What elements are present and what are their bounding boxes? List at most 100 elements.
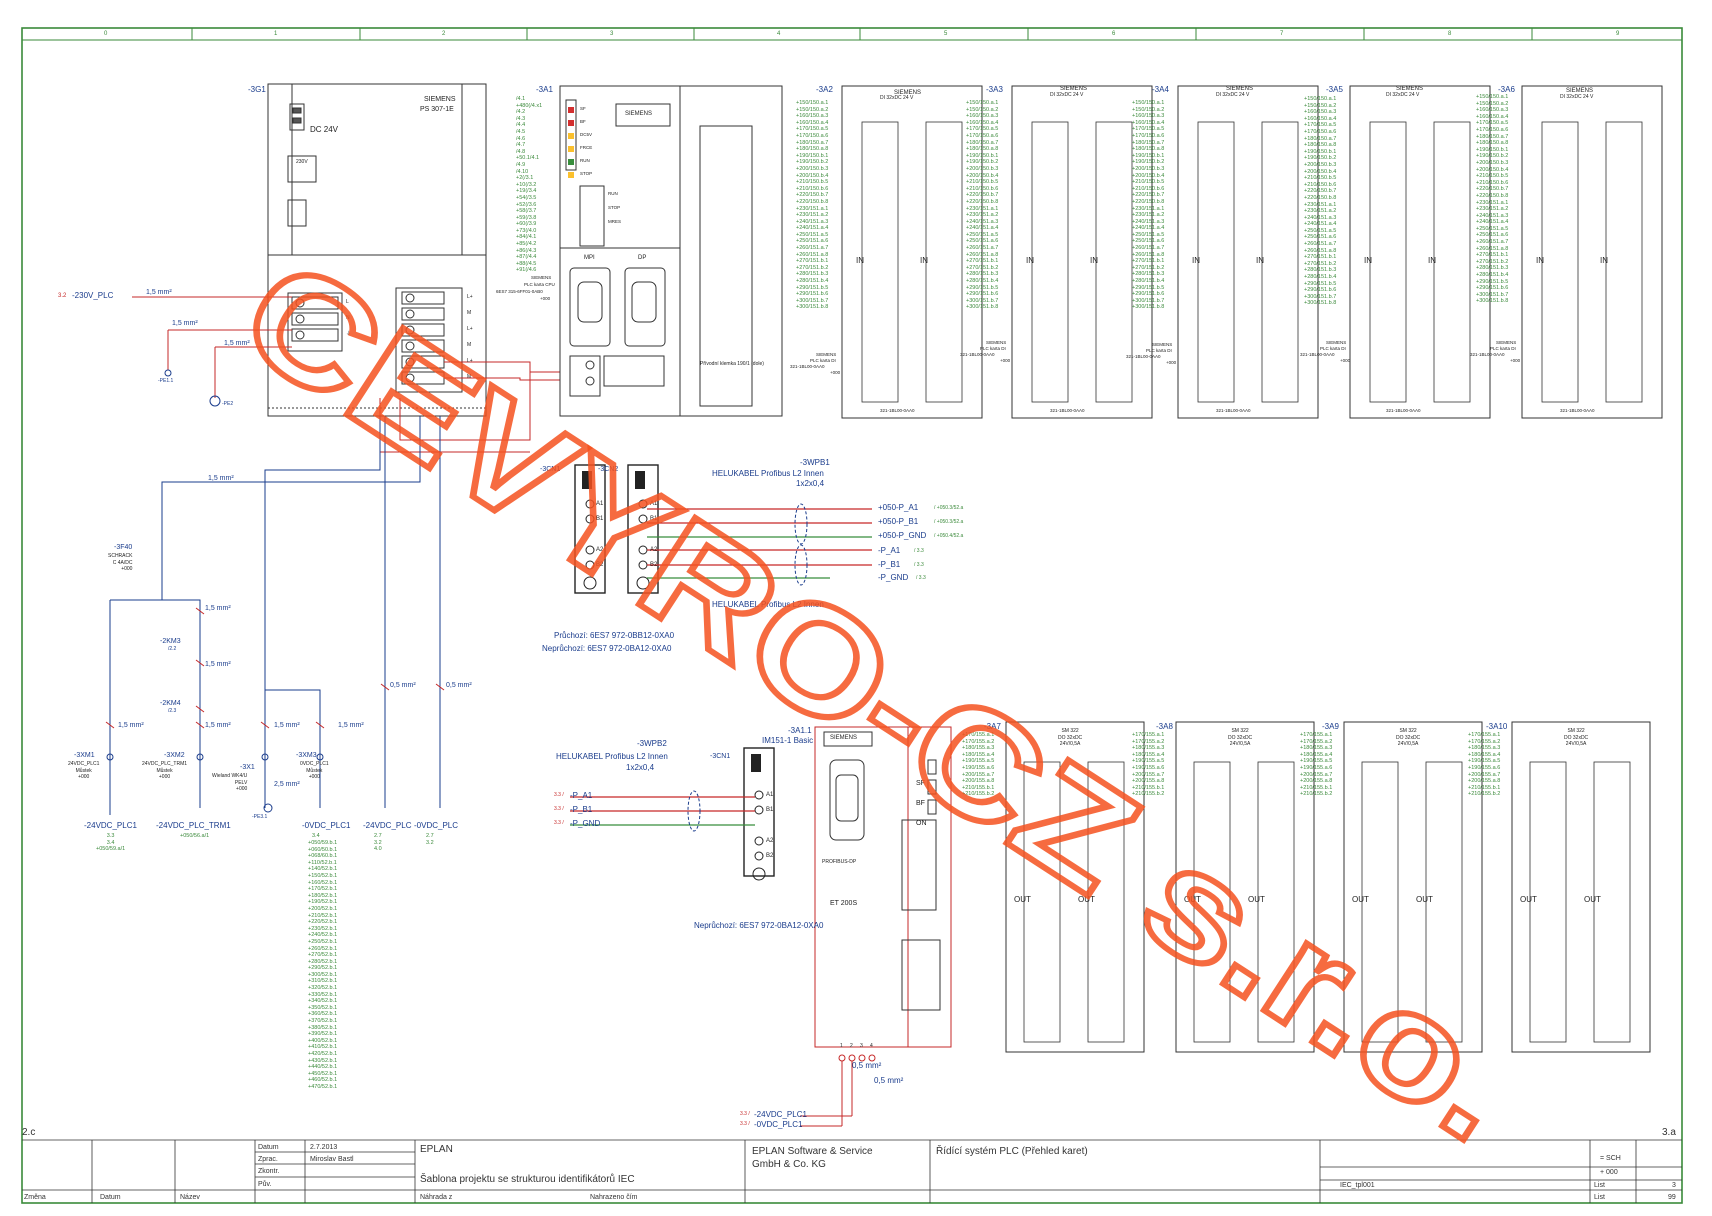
tb-company: EPLAN: [420, 1144, 453, 1155]
psu-out-6: M: [467, 374, 472, 380]
et-left-ref-1: 3.3 /: [554, 792, 564, 798]
module-label-4: +000: [830, 370, 841, 375]
module-label-3: 321-1BL00-0AA0: [790, 364, 825, 369]
tb-nazev: Název: [180, 1194, 200, 1201]
module-label-3: 321-1BL00-0AA0: [960, 352, 995, 357]
et200-tag: -3A1.1: [788, 726, 812, 735]
module-sub: DI 32xDC 24 V: [880, 95, 914, 101]
psu-terminal-n: N: [346, 315, 350, 321]
ruler-7: 7: [1280, 31, 1284, 37]
module-label-3: 321-1BL00-0AA0: [1126, 354, 1161, 359]
cpu-led-dc5v: DC5V: [580, 132, 593, 137]
module-label-2: PLC karta DI: [1490, 346, 1516, 351]
psu-out-1: L+: [467, 294, 473, 300]
module-label-1: SIEMENS: [1496, 340, 1517, 345]
ruler-6: 6: [1112, 31, 1116, 37]
cpu-leds: [568, 107, 574, 178]
output-0vdc-plc1: -0VDC_PLC1: [302, 821, 351, 830]
power-in-wire-1: 1,5 mm²: [146, 289, 172, 296]
module-sub: DI 32xDC 24 V: [1560, 94, 1594, 100]
bottom-modules-slots: [1023, 761, 1631, 1043]
cpu-mode-mres[interactable]: MRES: [608, 219, 622, 224]
ruler-4: 4: [777, 31, 781, 37]
et-cn-pin-a2: A2: [766, 838, 774, 844]
cpu-mode-run[interactable]: RUN: [608, 191, 618, 196]
et200-led-sf: SF: [916, 780, 925, 787]
et-term-3: 3: [860, 1043, 863, 1049]
dist-wire-main: 1,5 mm²: [208, 475, 234, 482]
module-sub: SM 322 DO 32xDC 24V/0,5A: [1564, 728, 1589, 748]
module-tag: -3A6: [1498, 85, 1515, 94]
tb-datum-2: Datum: [100, 1194, 121, 1201]
tb-list-total: 99: [1668, 1194, 1676, 1201]
distribution-wiring: [109, 416, 441, 815]
tb-nahrada: Náhrada z: [420, 1194, 453, 1201]
module-sub: SM 322 DO 32xDC 24V/0,5A: [1228, 728, 1253, 748]
relay-km3: -2KM3: [160, 638, 181, 645]
cn2-pin-a1: A1: [650, 501, 658, 507]
wpb2-cable: HELUKABEL Profibus L2 Innen: [556, 752, 668, 761]
psu-out-4: M: [467, 342, 472, 348]
psu-voltage-button[interactable]: 230V: [296, 159, 308, 165]
tb-list-total-label: List: [1594, 1194, 1605, 1201]
et-left-sig-a1: -P_A1: [570, 791, 593, 800]
module-io-2: IN: [1256, 256, 1264, 265]
psu-out-2: M: [467, 310, 472, 316]
sig-p-gnd-ref: / +050.4/52.a: [934, 533, 964, 539]
output-24vdc-plc-trm1-ref: +050/56.a/1: [180, 833, 210, 839]
et-feed-24v: -24VDC_PLC1: [754, 1110, 807, 1119]
module-tag: -3A7: [984, 722, 1001, 731]
sig-p-a1: +050-P_A1: [878, 503, 919, 512]
et200-brand: SIEMENS: [830, 735, 858, 741]
cpu-label-3: 6ES7 315-6FF01-0AB0: [496, 289, 543, 294]
module-tag: -3A3: [986, 85, 1003, 94]
et200-led-on: ON: [916, 820, 927, 827]
terminal-3xm1: -3XM1: [74, 752, 95, 759]
module-label-1: SIEMENS: [816, 352, 837, 357]
output-0vdc-plc1-ref: 3.4: [312, 833, 320, 839]
output-24vdc-plc-ref: 2.7 3.2 4.0: [374, 833, 382, 853]
psu-terminal-l: L: [346, 299, 349, 305]
module-io-2: IN: [1090, 256, 1098, 265]
cpu-terminal-label: Přívodní klemka 190/1 (dole): [700, 361, 764, 367]
et-feed-ref-1: 3.3 /: [740, 1111, 750, 1117]
module-pins: +150/150.a.1 +150/150.a.2 +160/150.a.3 +…: [1476, 94, 1509, 305]
tb-zkontr-label: Zkontr.: [258, 1168, 280, 1175]
module-io-2: IN: [1600, 256, 1608, 265]
module-io-1: IN: [1026, 256, 1034, 265]
module-bottom-code: 321-1BL00-0AA0: [1386, 408, 1421, 413]
cn1-pin-b1: B1: [596, 516, 604, 522]
et200-wpb-tag: -3WPB2: [637, 739, 667, 748]
dist-wire-4: 1,5 mm²: [118, 722, 144, 729]
et200-cn-tag: -3CN1: [710, 753, 731, 760]
module-pins: +170/155.a.1 +170/155.a.2 +180/155.a.3 +…: [1468, 732, 1501, 798]
module-pins: +170/155.a.1 +170/155.a.2 +180/155.a.3 +…: [962, 732, 995, 798]
et-left-ref-3: 3.3 /: [554, 820, 564, 826]
sig-p-a1-local-ref: / 3.3: [914, 548, 924, 554]
cpu-tag: -3A1: [536, 85, 553, 94]
module-bottom-code: 321-1BL00-0AA0: [1560, 408, 1595, 413]
module-label-4: +000: [1000, 358, 1011, 363]
relay-km3-ref: /2.2: [168, 646, 177, 652]
power-input-wiring: [132, 296, 292, 398]
bottom-modules-frames: [1005, 721, 1651, 1053]
module-io-1: IN: [856, 256, 864, 265]
cpu-mode-stop[interactable]: STOP: [608, 205, 621, 210]
psu-tag: -3G1: [248, 85, 266, 94]
cn2-pin-a2: A2: [650, 547, 658, 553]
power-in-label: -230V_PLC: [72, 291, 114, 300]
module-label-4: +000: [1166, 360, 1177, 365]
module-io-1: OUT: [1520, 895, 1537, 904]
module-io-1: IN: [1536, 256, 1544, 265]
wpb1-cable-2: HELUKABEL Profibus L2 Innen: [712, 600, 824, 609]
sig-p-a1-ref: / +050.3/52.a: [934, 505, 964, 511]
nonthrough-part: Neprůchozí: 6ES7 972-0BA12-0XA0: [542, 644, 672, 653]
tb-file: IEC_tpl001: [1340, 1182, 1375, 1189]
module-tag: -3A5: [1326, 85, 1343, 94]
module-label-4: +000: [1510, 358, 1521, 363]
dist-wire-8: 0,5 mm²: [446, 682, 472, 689]
module-sub: SM 322 DO 32xDC 24V/0,5A: [1058, 728, 1083, 748]
dist-wire-1: 1,5 mm²: [205, 605, 231, 612]
module-sub: DI 32xDC 24 V: [1216, 92, 1250, 98]
psu-model: PS 307-1E: [420, 106, 454, 113]
